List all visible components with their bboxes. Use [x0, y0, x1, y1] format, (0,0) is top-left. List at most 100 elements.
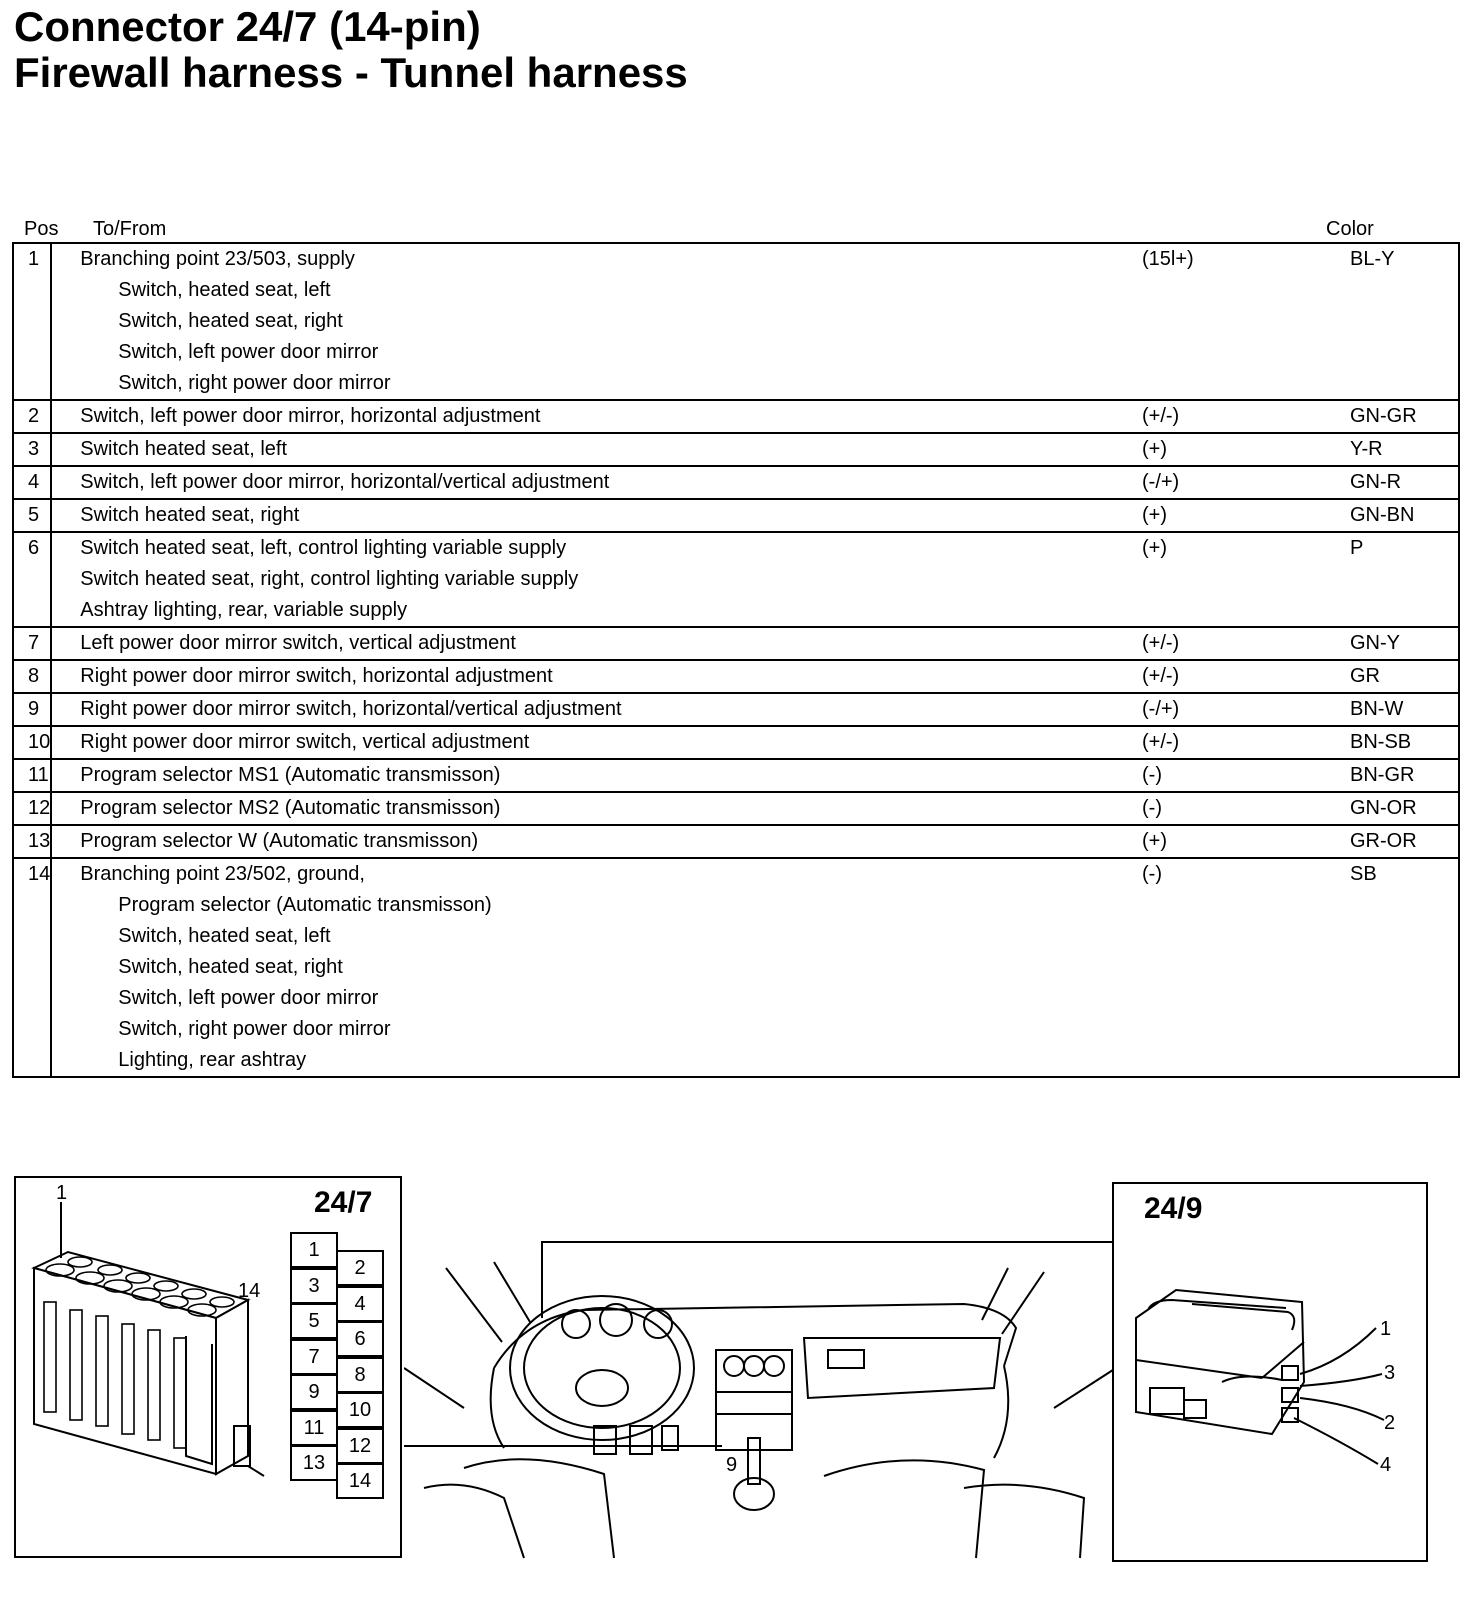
wire-color: GN-R: [1350, 465, 1460, 500]
pin-description-line: Branching point 23/503, supply: [80, 248, 355, 270]
pin-cell: 12: [336, 1427, 384, 1464]
pin-description-line: Switch heated seat, right: [80, 504, 300, 526]
pin-description-line: Switch heated seat, right, control light…: [80, 568, 579, 590]
pin-description-line: Program selector (Automatic transmisson): [118, 894, 492, 916]
wire-color: GN-OR: [1350, 791, 1460, 826]
pin-cell: 9: [290, 1374, 338, 1410]
pin-cell: 5: [290, 1303, 338, 1339]
pin-description-line: Program selector MS2 (Automatic transmis…: [80, 797, 501, 819]
pin-position: 11: [11, 758, 53, 793]
pin-position: 9: [11, 692, 53, 727]
pin-description-line: Switch, heated seat, left: [118, 925, 331, 947]
pin-description: Right power door mirror switch, vertical…: [51, 725, 1142, 760]
pin-position: 5: [11, 498, 53, 533]
pin-description-line: Switch, heated seat, left: [118, 279, 331, 301]
pin-polarity: (+/-): [1142, 725, 1350, 760]
table-row: 9 Right power door mirror switch, horizon…: [11, 692, 1460, 727]
pin-cell: 4: [336, 1285, 384, 1322]
figure-title-24-7: 24/7: [314, 1186, 373, 1219]
wire-color: GN-Y: [1350, 626, 1460, 661]
page-subtitle: Firewall harness - Tunnel harness: [14, 49, 688, 96]
pin-description-line: Switch, left power door mirror, horizont…: [80, 471, 610, 493]
pin-polarity: (-/+): [1142, 692, 1350, 727]
wire-color: P: [1350, 531, 1460, 628]
pin-polarity: (+/-): [1142, 399, 1350, 434]
pin-description-line: Right power door mirror switch, vertical…: [80, 731, 530, 753]
pin-description-line: Switch, left power door mirror: [118, 341, 379, 363]
pin-polarity: (-): [1142, 857, 1350, 1078]
connector-24-9-drawing: [1135, 1288, 1385, 1465]
wire-color: GN-GR: [1350, 399, 1460, 434]
wire-color: Y-R: [1350, 432, 1460, 467]
pin-description-line: Switch, heated seat, right: [118, 956, 343, 978]
pin-polarity: (+): [1142, 432, 1350, 467]
pin-cell: 3: [290, 1267, 338, 1304]
pin-description-line: Right power door mirror switch, horizont…: [80, 665, 553, 687]
header-pos: Pos: [24, 218, 59, 240]
pin-cell: 2: [336, 1250, 384, 1286]
pin-description: Right power door mirror switch, horizont…: [51, 659, 1142, 694]
wire-color: BN-W: [1350, 692, 1460, 727]
pin-cell: 11: [290, 1409, 338, 1446]
pin-polarity: (+/-): [1142, 659, 1350, 694]
table-row: 11 Program selector MS1 (Automatic transm…: [11, 758, 1460, 793]
figure-title-24-9: 24/9: [1144, 1192, 1203, 1225]
pin-cell: 14: [336, 1463, 384, 1499]
callout-pin-14: 14: [238, 1280, 261, 1302]
pin-polarity: (+): [1142, 531, 1350, 628]
pin-description: Program selector W (Automatic transmisso…: [51, 824, 1142, 859]
pin-cell: 6: [336, 1321, 384, 1357]
pin-position: 14: [11, 857, 53, 1078]
pin-cell: 7: [290, 1338, 338, 1375]
pin-description-line: Switch, heated seat, right: [118, 310, 343, 332]
page-title: Connector 24/7 (14-pin): [14, 3, 481, 50]
pin-position: 8: [11, 659, 53, 694]
callout-pin-1: 1: [56, 1182, 68, 1204]
pin-position: 7: [11, 626, 53, 661]
table-row: 8 Right power door mirror switch, horizon…: [11, 659, 1460, 694]
pin-description: Switch heated seat, left: [51, 432, 1142, 467]
table-row: 4 Switch, left power door mirror, horizon…: [11, 465, 1460, 500]
callout-24-9-pin-4: 4: [1380, 1454, 1392, 1476]
pin-description-line: Program selector MS1 (Automatic transmis…: [80, 764, 501, 786]
pin-description-line: Switch heated seat, left, control lighti…: [80, 537, 567, 559]
wire-color: BN-SB: [1350, 725, 1460, 760]
pin-description: Left power door mirror switch, vertical …: [51, 626, 1142, 661]
center-label-9: 9: [726, 1454, 738, 1476]
wire-color: GN-BN: [1350, 498, 1460, 533]
pin-position: 1: [11, 242, 53, 401]
pin-polarity: (-): [1142, 758, 1350, 793]
pin-description-line: Ashtray lighting, rear, variable supply: [80, 599, 408, 621]
callout-24-9-pin-2: 2: [1384, 1412, 1396, 1434]
pin-description: Program selector MS1 (Automatic transmis…: [51, 758, 1142, 793]
pin-position: 4: [11, 465, 53, 500]
pin-description-line: Program selector W (Automatic transmisso…: [80, 830, 479, 852]
pin-description: Switch heated seat, right: [51, 498, 1142, 533]
pin-polarity: (+): [1142, 498, 1350, 533]
pin-cell: 13: [290, 1445, 338, 1481]
pin-description-line: Switch, right power door mirror: [118, 1018, 391, 1040]
pin-polarity: (+/-): [1142, 626, 1350, 661]
pin-polarity: (-): [1142, 791, 1350, 826]
pin-description-line: Switch, left power door mirror: [118, 987, 379, 1009]
wire-color: BL-Y: [1350, 242, 1460, 401]
pin-cell: 8: [336, 1356, 384, 1393]
pin-cell: 1: [290, 1232, 338, 1268]
pin-description-line: Branching point 23/502, ground,: [80, 863, 365, 885]
pin-description: Right power door mirror switch, horizont…: [51, 692, 1142, 727]
pin-description: Switch heated seat, left, control lighti…: [51, 531, 1142, 628]
pin-description: Branching point 23/502, ground, Program s…: [51, 857, 1142, 1078]
pin-description-line: Switch heated seat, left: [80, 438, 288, 460]
pin-description-line: Right power door mirror switch, horizont…: [80, 698, 622, 720]
pin-description-line: Switch, left power door mirror, horizont…: [80, 405, 541, 427]
